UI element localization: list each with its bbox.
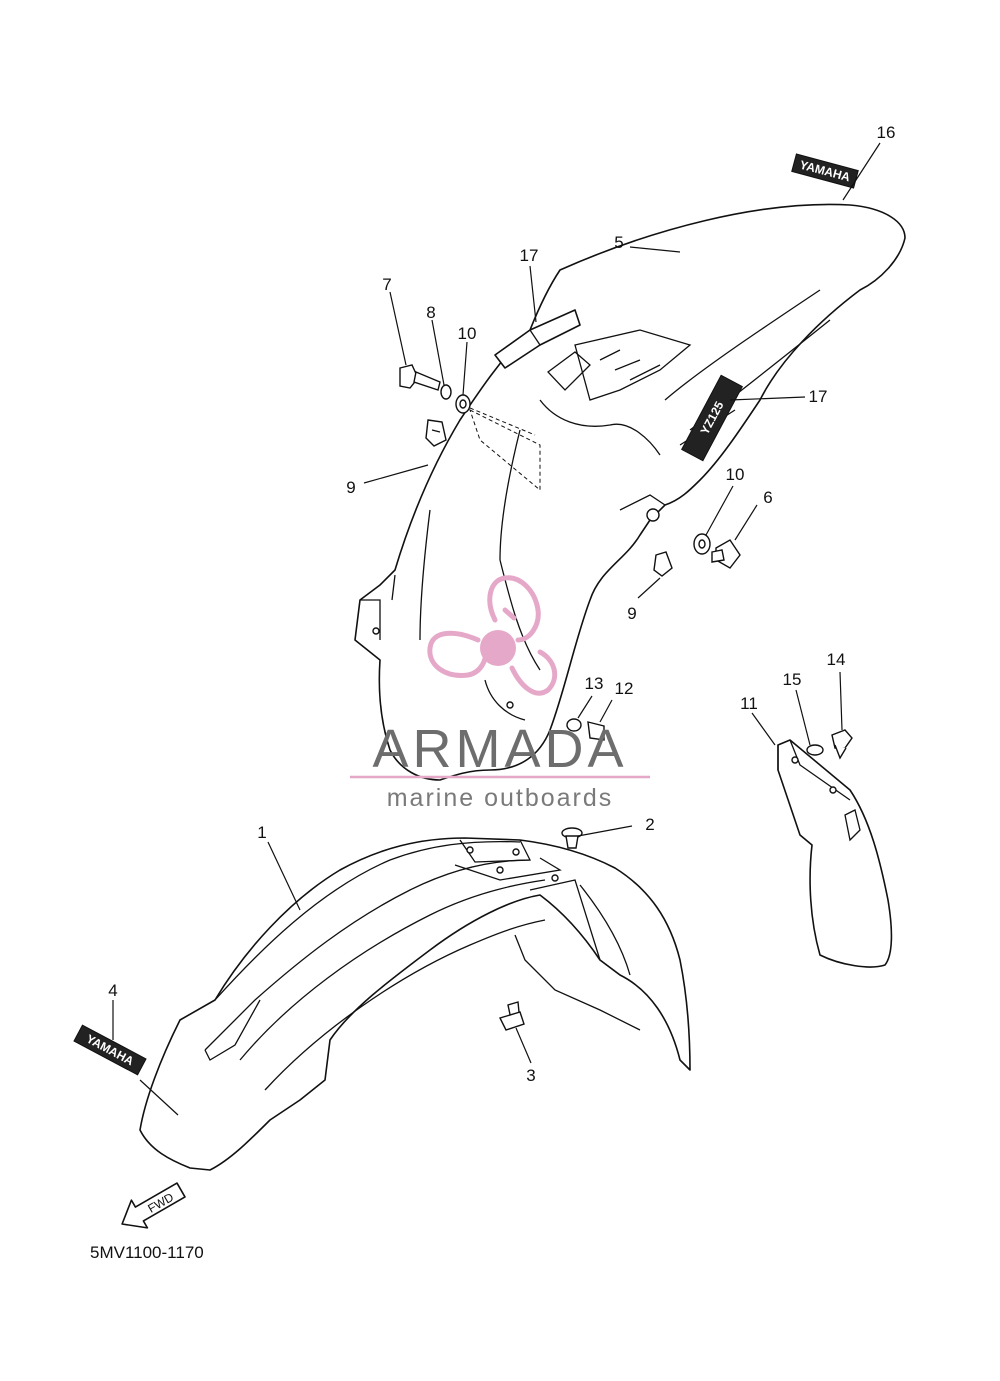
hidden-mount-lines: [469, 409, 541, 492]
fwd-arrow: FWD: [121, 1182, 186, 1229]
front-fender-decal: YAMAHA: [73, 1024, 147, 1076]
clip-nut-9-left: [425, 419, 447, 447]
callout-9-left: 9: [346, 478, 355, 497]
bolt-3: [499, 1001, 525, 1031]
callout-7: 7: [382, 275, 391, 294]
callout-6: 6: [763, 488, 772, 507]
front-fender: [139, 837, 691, 1171]
diagram-code: 5MV1100-1170: [90, 1243, 204, 1262]
screw-2: [561, 827, 583, 849]
callouts: 1 2 3 4 5 6 7 8 9 9 10 10 11 12 13 14 15…: [108, 123, 895, 1085]
callout-10-lower: 10: [726, 465, 745, 484]
bolt-7-assembly: [399, 364, 471, 414]
rear-top-decal: YAMAHA: [791, 153, 859, 189]
callout-14: 14: [827, 650, 846, 669]
watermark-tagline: marine outboards: [387, 784, 614, 812]
bolt-axis-line: [469, 407, 536, 436]
armada-watermark: ARMADA marine outboards: [350, 575, 650, 812]
watermark-brand: ARMADA: [372, 719, 627, 779]
clip-nut-9-right: [653, 551, 673, 577]
leader-lines: [112, 142, 881, 1116]
callout-8: 8: [426, 303, 435, 322]
callout-4: 4: [108, 981, 117, 1000]
callout-11: 11: [740, 694, 758, 713]
bolt-6-assembly: [693, 533, 741, 569]
callout-13: 13: [585, 674, 604, 693]
callout-5: 5: [614, 233, 623, 252]
callout-15: 15: [783, 670, 802, 689]
mud-flap: [777, 739, 893, 968]
callout-2: 2: [645, 815, 654, 834]
nut-13-screw-12: [566, 718, 605, 741]
callout-17-right: 17: [809, 387, 828, 406]
callout-9-right: 9: [627, 604, 636, 623]
callout-3: 3: [526, 1066, 535, 1085]
propeller-hub-icon: [480, 630, 516, 666]
propeller-logo-icon: [427, 575, 558, 696]
callout-12: 12: [615, 679, 634, 698]
callout-1: 1: [257, 823, 266, 842]
callout-16: 16: [877, 123, 896, 142]
rear-decal-strip: [494, 309, 581, 369]
callout-10-upper: 10: [458, 324, 477, 343]
callout-17-upper: 17: [520, 246, 539, 265]
washer-15-screw-14: [806, 729, 853, 760]
